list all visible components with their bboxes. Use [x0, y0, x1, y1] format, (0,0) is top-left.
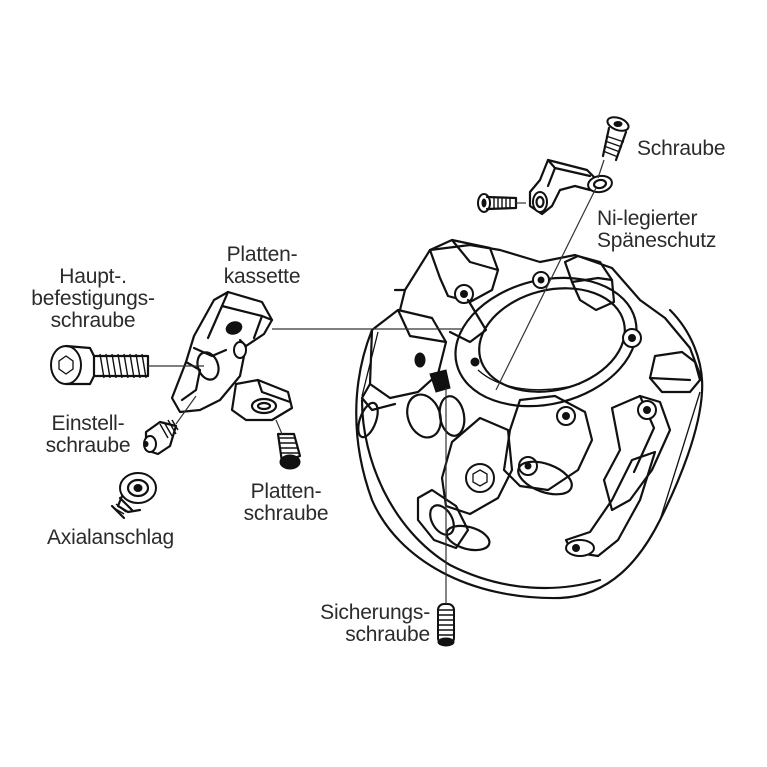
label-einstellschraube-line-1: Einstell- — [51, 412, 125, 435]
main-screw — [50, 344, 150, 386]
label-plattenkassette-line-1: Platten- — [226, 243, 298, 266]
leader-top-screw — [597, 159, 605, 179]
label-sicherungsschraube-line-2: schraube — [345, 623, 430, 646]
label-axialanschlag-line-1: Axialanschlag — [47, 526, 174, 549]
locking-screw — [437, 603, 455, 647]
insert-screw-head — [279, 454, 301, 470]
label-plattenschraube-line-1: Platten- — [250, 480, 322, 503]
pocket-top-center — [563, 254, 616, 312]
pocket-right — [648, 350, 702, 394]
pocket-top-left — [428, 238, 500, 304]
leader-adjust-screw — [175, 395, 197, 425]
label-axialanschlag: Axialanschlag — [47, 527, 174, 549]
main-screw-head — [50, 345, 82, 385]
label-sicherungsschraube: Sicherungs- schraube — [300, 602, 430, 646]
center-bore-outer — [454, 276, 638, 408]
leader-insert-screw — [275, 419, 283, 435]
label-plattenkassette-line-2: kassette — [223, 265, 301, 288]
label-sicherungsschraube-line-1: Sicherungs- — [320, 601, 430, 624]
cutter-body-inner-rim — [360, 398, 602, 590]
axial-stop — [110, 472, 157, 520]
label-hauptbefestigungsschraube: Haupt-. befestigungs- schraube — [18, 266, 168, 332]
cutter-body-outer-rim — [355, 308, 704, 600]
adjust-screw — [143, 419, 179, 456]
bore-shading — [477, 369, 581, 391]
pocket-center-lower — [502, 394, 594, 492]
insert-screw — [276, 432, 302, 470]
pocket-right-lower — [602, 394, 672, 512]
cutter-body-top-face — [403, 243, 704, 382]
cassette-body — [170, 290, 274, 414]
center-bore-inner — [478, 287, 626, 393]
pocket-socket-screw — [465, 463, 495, 493]
chip-guard — [528, 158, 613, 216]
label-spaeneschutz: Ni-legierter Späneschutz — [597, 208, 716, 252]
cassette-insert — [230, 378, 294, 422]
pocket-left-bottom — [416, 488, 470, 550]
pocket-bottom-left — [440, 416, 514, 516]
cassette — [170, 290, 294, 422]
label-einstellschraube: Einstell- schraube — [38, 413, 138, 457]
label-plattenschraube-line-2: schraube — [243, 502, 329, 525]
label-hauptbefestigungsschraube-line-2: befestigungs- — [31, 287, 155, 310]
label-spaeneschutz-line-1: Ni-legierter — [597, 207, 698, 230]
cutter-body — [355, 238, 704, 600]
label-plattenkassette: Platten- kassette — [212, 244, 312, 288]
label-hauptbefestigungsschraube-line-1: Haupt-. — [59, 265, 127, 288]
label-schraube: Schraube — [637, 138, 725, 160]
leader-chip-guard — [495, 187, 597, 391]
label-einstellschraube-line-2: schraube — [45, 434, 131, 457]
top-screw — [601, 116, 630, 162]
leader-lines — [148, 159, 605, 604]
label-plattenschraube: Platten- schraube — [236, 481, 336, 525]
label-hauptbefestigungsschraube-line-3: schraube — [50, 309, 136, 332]
side-screw — [477, 193, 526, 213]
label-spaeneschutz-line-2: Späneschutz — [597, 229, 717, 252]
label-schraube-line-1: Schraube — [637, 137, 726, 160]
